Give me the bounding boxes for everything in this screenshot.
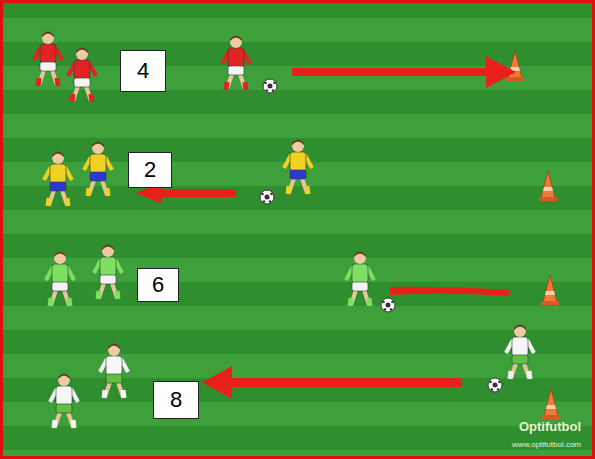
callout-number: 2 (144, 157, 156, 183)
callout-box: 2 (128, 152, 172, 188)
callout-number: 8 (170, 387, 182, 413)
callout-number: 4 (137, 58, 149, 84)
watermark: www.optifutbol.com (512, 440, 581, 449)
callout-box: 6 (137, 268, 179, 302)
callout-number: 6 (152, 272, 164, 298)
callout-box: 8 (153, 381, 199, 419)
watermark: Optifutbol (519, 419, 581, 434)
callout-box: 4 (120, 50, 166, 92)
